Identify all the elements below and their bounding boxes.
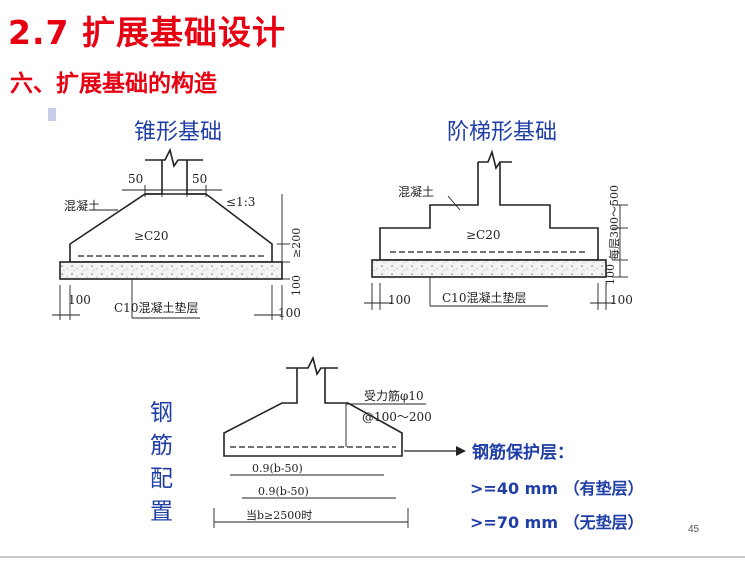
- rebar-main-bar: 受力筋φ10: [364, 388, 424, 403]
- cone-dim-left: 50: [128, 172, 143, 186]
- cone-height: ≥200: [290, 228, 303, 258]
- rebar-len2: 0.9(b-50): [258, 485, 309, 498]
- cone-column-break: [145, 147, 203, 168]
- cover-arrow-head: [456, 446, 466, 456]
- cone-pad: [59, 261, 283, 280]
- slide-title: 2.7 扩展基础设计: [8, 13, 286, 52]
- rebar-side-label: 钢 筋 配 置: [150, 400, 173, 525]
- side-char-3: 配: [150, 466, 173, 492]
- side-char-2: 筋: [150, 433, 173, 459]
- cone-heading: 锥形基础: [134, 120, 222, 145]
- stepped-step-height: 每层300～500: [607, 185, 621, 260]
- cone-foundation-drawing: 锥形基础: [52, 120, 303, 320]
- cone-dim-right: 50: [192, 172, 207, 186]
- rebar-spacing: @100～200: [362, 410, 432, 424]
- bullet-marker: [48, 108, 56, 121]
- cone-concrete-label: 混凝土: [64, 198, 100, 213]
- rebar-len1: 0.9(b-50): [252, 462, 303, 475]
- stepped-grade: ≥C20: [466, 228, 501, 242]
- cover-without-pad: >=70 mm （无垫层）: [470, 513, 644, 532]
- side-char-4: 置: [150, 499, 173, 525]
- cone-pad-thickness: 100: [290, 275, 303, 296]
- cone-grade: ≥C20: [134, 229, 169, 243]
- stepped-pad-thickness: 100: [604, 264, 617, 285]
- rebar-foundation-body: [223, 368, 403, 457]
- page-number: 45: [688, 524, 700, 535]
- stepped-heading: 阶梯形基础: [447, 120, 557, 145]
- cone-pad-label: C10混凝土垫层: [114, 300, 198, 315]
- cover-with-pad: >=40 mm （有垫层）: [470, 479, 644, 498]
- stepped-foundation-drawing: 阶梯形基础 混凝: [364, 120, 633, 310]
- cover-title: 钢筋保护层：: [472, 442, 574, 463]
- slide-subtitle: 六、扩展基础的构造: [10, 71, 217, 97]
- cone-right-ext: 100: [278, 306, 301, 320]
- stepped-body: [379, 162, 599, 261]
- stepped-left-ext: 100: [388, 293, 411, 307]
- rebar-condition: 当b≥2500时: [246, 508, 312, 522]
- side-char-1: 钢: [150, 400, 173, 426]
- cone-slope: ≤1:3: [226, 195, 255, 209]
- stepped-pad-label: C10混凝土垫层: [442, 290, 526, 305]
- stepped-concrete-label: 混凝土: [398, 184, 434, 199]
- cone-left-ext: 100: [68, 293, 91, 307]
- bottom-divider: [0, 556, 745, 558]
- rebar-arrangement-drawing: 钢 筋 配 置 受力筋φ10: [150, 355, 644, 532]
- stepped-pad: [371, 259, 607, 278]
- stepped-right-ext: 100: [610, 293, 633, 307]
